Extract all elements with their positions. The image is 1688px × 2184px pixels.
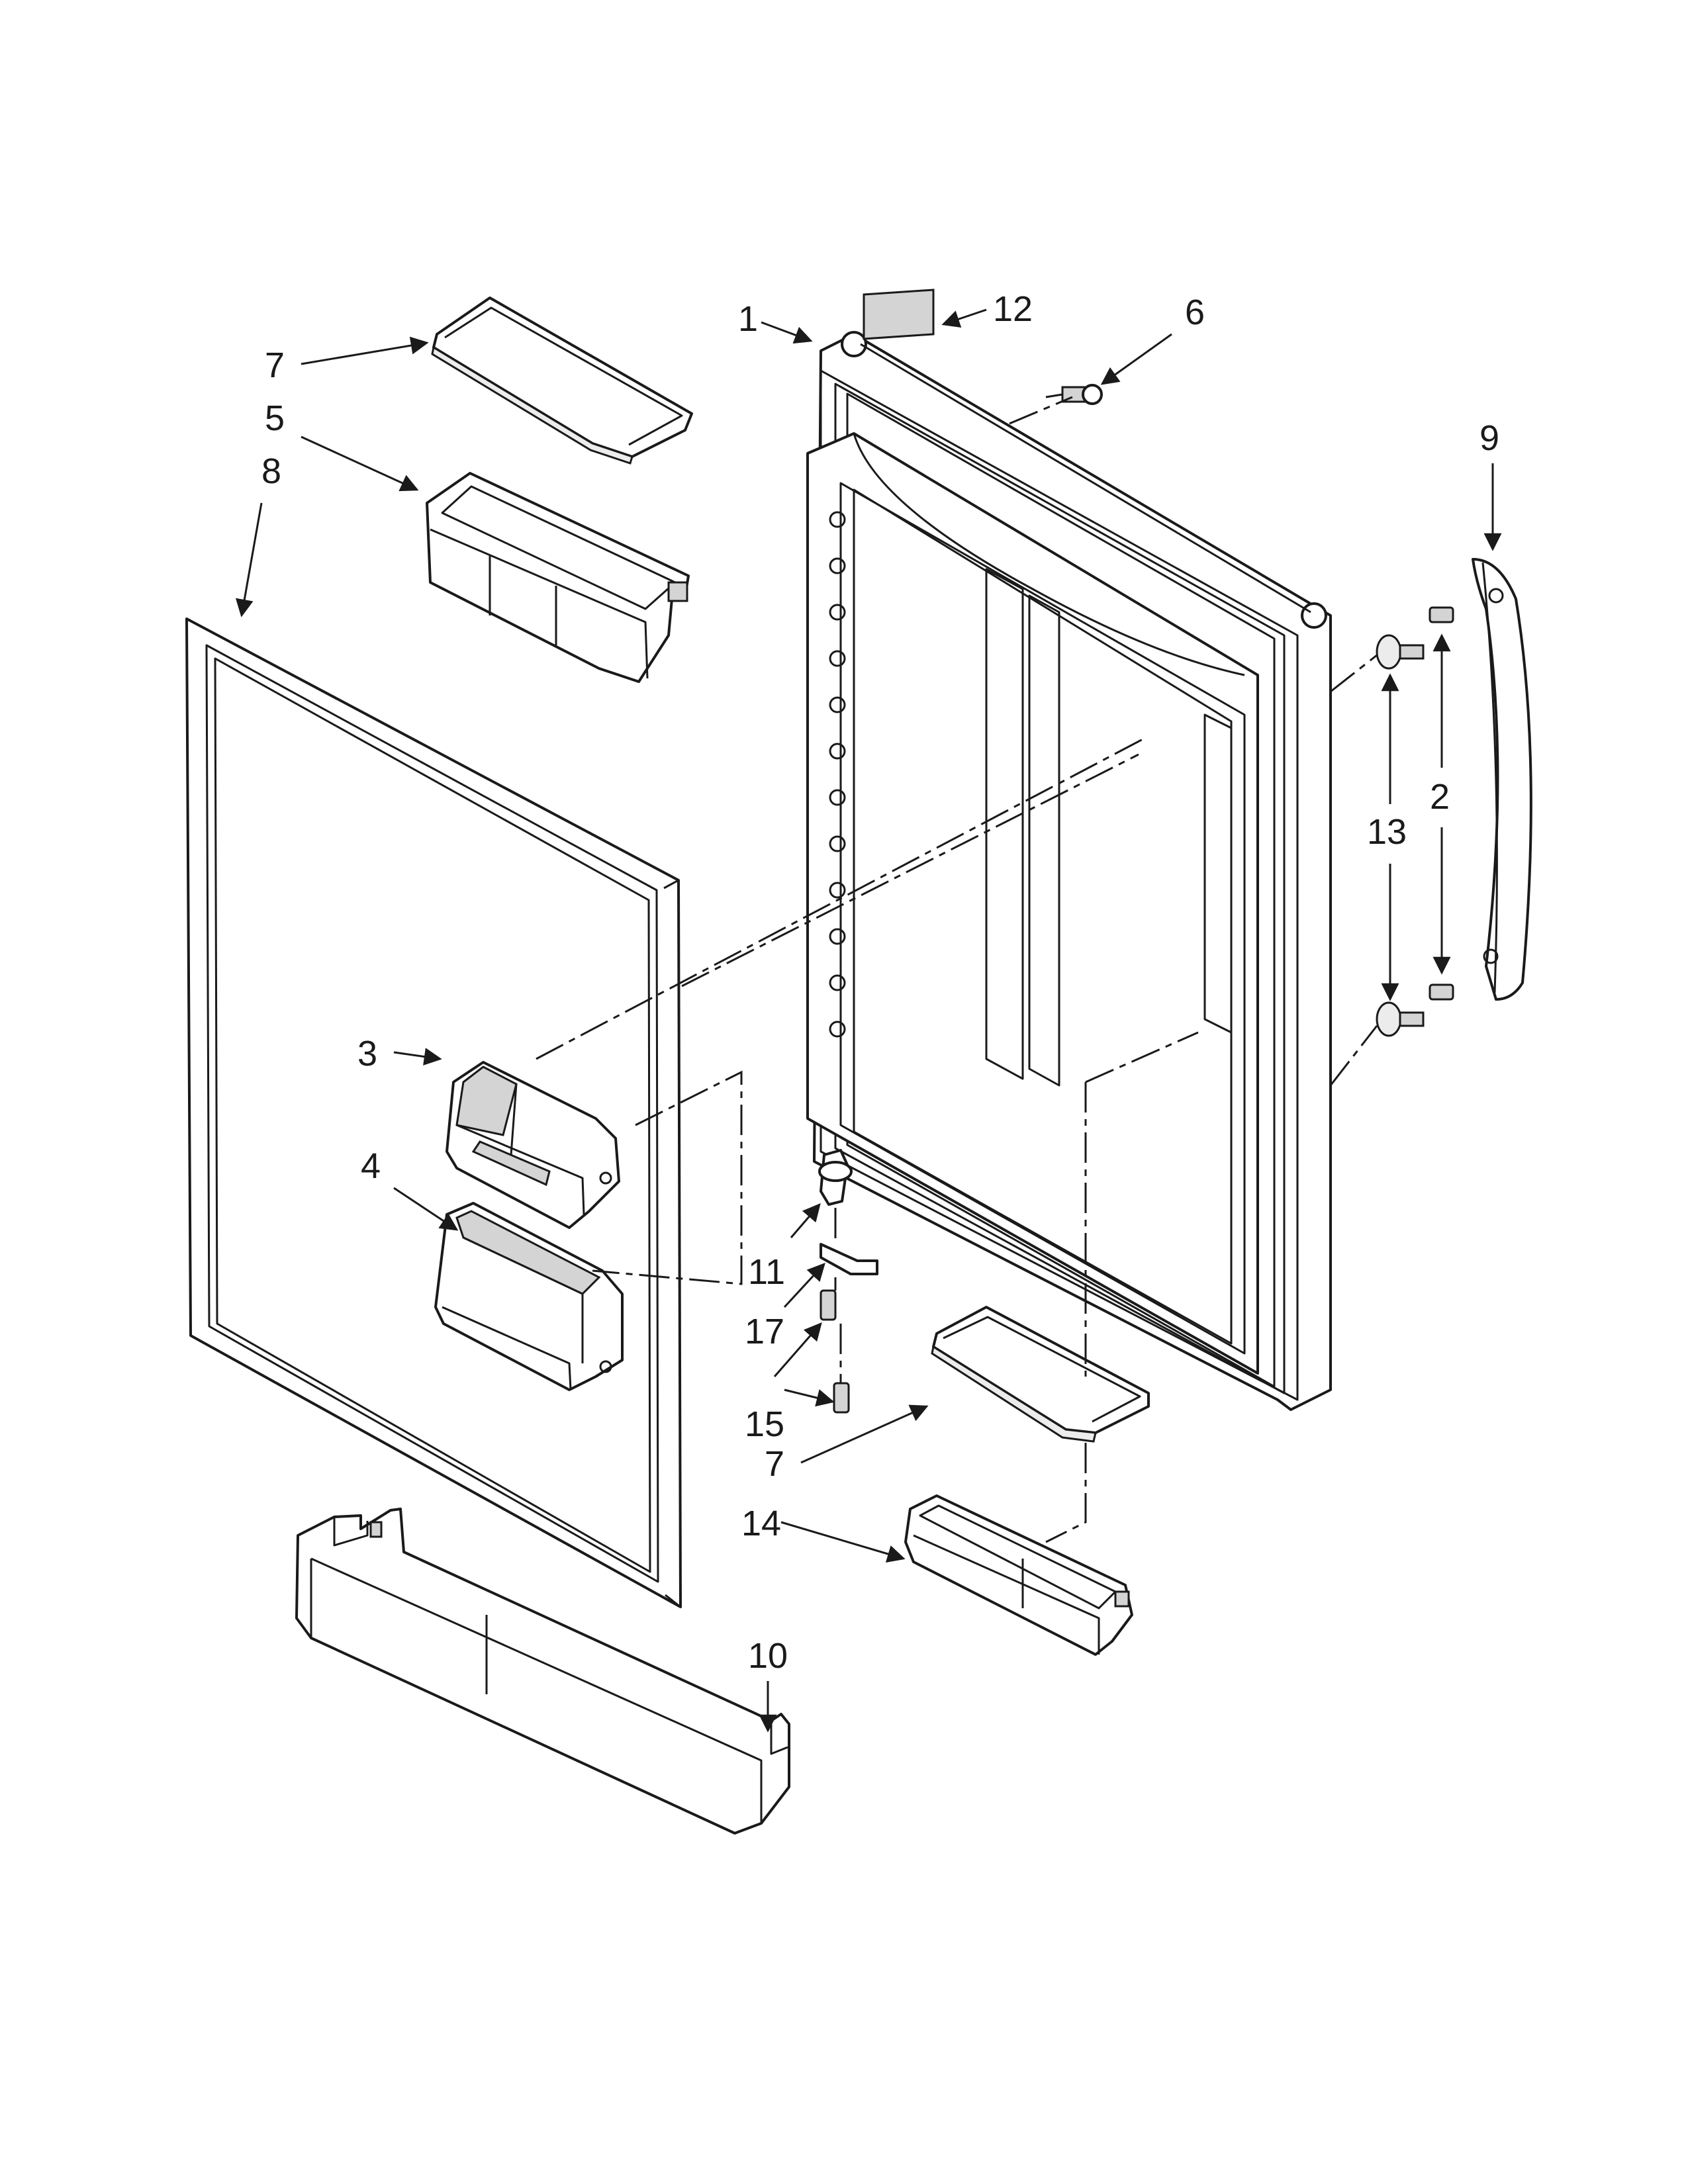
callout-6: 6 <box>1185 293 1205 332</box>
callout-5: 5 <box>265 398 285 438</box>
callout-12: 12 <box>993 289 1033 329</box>
callout-8: 8 <box>261 451 281 491</box>
callout-13: 13 <box>1367 812 1407 852</box>
handle-screws-part-2[interactable] <box>1429 606 1454 1001</box>
dairy-bin-part-4[interactable] <box>434 1202 624 1391</box>
handle-part-9[interactable] <box>1472 558 1532 1001</box>
callout-leaders <box>235 308 1502 1733</box>
hinge-bushing-part-11[interactable] <box>818 1149 853 1206</box>
mounting-studs-part-13[interactable] <box>1376 634 1425 1037</box>
alignment-lines <box>536 396 1378 1543</box>
callout-labels: 1 2 3 4 5 6 7 7 8 9 10 11 12 13 14 15 17 <box>261 289 1499 1676</box>
callout-7-bottom: 7 <box>765 1444 784 1484</box>
callout-10: 10 <box>748 1636 788 1676</box>
hinge-bracket-part-17[interactable] <box>820 1243 878 1275</box>
door-liner-part-8[interactable] <box>185 617 682 1608</box>
callout-14: 14 <box>741 1504 781 1543</box>
callout-11: 11 <box>748 1252 785 1292</box>
callout-17: 17 <box>745 1312 784 1351</box>
label-part-12[interactable] <box>863 289 935 340</box>
callout-4: 4 <box>361 1146 381 1186</box>
callout-15: 15 <box>745 1404 784 1444</box>
callout-9: 9 <box>1479 418 1499 458</box>
shelf-peg-holes <box>829 511 846 1038</box>
shelf-part-7-top[interactable] <box>431 296 693 465</box>
bin-part-14[interactable] <box>904 1494 1133 1656</box>
shelf-part-7-bottom[interactable] <box>931 1306 1150 1443</box>
callout-7-top: 7 <box>265 345 285 385</box>
screw-part-6[interactable] <box>1045 384 1103 405</box>
callout-1: 1 <box>738 299 758 339</box>
bottom-bin-part-10[interactable] <box>295 1508 790 1835</box>
callout-3: 3 <box>357 1034 377 1073</box>
bin-part-5[interactable] <box>426 472 690 683</box>
dairy-door-part-3[interactable] <box>445 1061 620 1229</box>
inner-liner-frame <box>806 432 1259 1375</box>
callout-2: 2 <box>1430 777 1450 817</box>
screws-part-15[interactable] <box>820 1289 850 1414</box>
